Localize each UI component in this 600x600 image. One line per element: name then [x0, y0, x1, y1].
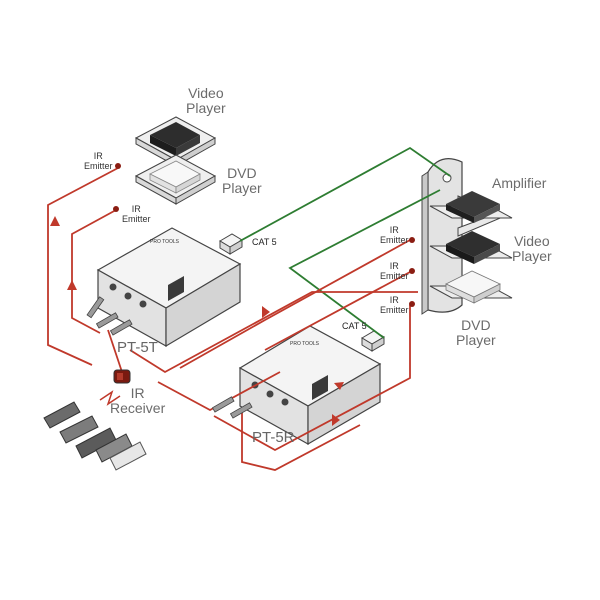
cat5-cables: [239, 146, 451, 339]
label-dvd-player-top: DVD Player: [222, 165, 262, 197]
label-video-player-top: Video Player: [186, 85, 226, 117]
svg-text:PRO TOOLS: PRO TOOLS: [290, 341, 320, 347]
label-line: Player: [456, 332, 496, 349]
label-line: Emitter: [84, 160, 113, 171]
label-line: DVD: [227, 165, 257, 181]
label-line: Emitter: [380, 304, 409, 315]
label-ir-emitter-1: IR Emitter: [84, 151, 113, 172]
cat5-jack-top: [219, 233, 243, 255]
cable-direction-arrows: [50, 216, 344, 426]
label-line: Video: [188, 85, 224, 101]
cat5-jack-bottom: [361, 330, 385, 352]
label-line: DVD: [461, 317, 491, 333]
label-line: Player: [222, 180, 262, 197]
label-ir-emitter-5: IR Emitter: [380, 295, 409, 316]
label-line: IR: [131, 204, 141, 214]
dvd-player-top: [134, 154, 217, 205]
label-ir-emitter-4: IR Emitter: [380, 261, 409, 282]
label-line: IR: [130, 385, 145, 401]
label-ir-receiver: IR Receiver: [110, 385, 166, 417]
label-ir-emitter-2: IR Emitter: [122, 204, 151, 225]
label-line: Receiver: [110, 400, 166, 417]
video-player-right: [446, 231, 500, 264]
label-line: IR: [389, 295, 399, 305]
label-video-player-right: Video Player: [512, 233, 552, 265]
ir-receiver-icon: [113, 369, 131, 384]
label-line: Emitter: [122, 213, 151, 224]
ir-emitter-icons: [113, 163, 415, 307]
svg-text:PRO TOOLS: PRO TOOLS: [150, 239, 180, 245]
dvd-player-right: [445, 270, 501, 304]
label-line: IR: [93, 151, 103, 161]
pt5t-device: PRO TOOLS: [96, 227, 242, 348]
label-amplifier: Amplifier: [492, 175, 547, 191]
label-line: Video: [514, 233, 550, 249]
remote-controls: [43, 401, 147, 471]
label-ir-emitter-3: IR Emitter: [380, 225, 409, 246]
ir-cables: [47, 167, 418, 471]
label-line: Player: [512, 248, 552, 265]
label-cat5-top: CAT 5: [252, 237, 277, 247]
amplifier-device: [446, 191, 500, 223]
label-pt5r: PT-5R: [252, 429, 295, 446]
label-line: Emitter: [380, 270, 409, 281]
video-player-top: [134, 116, 217, 167]
ir-plugs: [86, 296, 253, 419]
ir-signal-icon: [99, 390, 121, 406]
label-line: Emitter: [380, 234, 409, 245]
label-line: IR: [389, 225, 399, 235]
pt5r-device: PRO TOOLS: [238, 325, 382, 446]
label-line: IR: [389, 261, 399, 271]
label-cat5-bottom: CAT 5: [342, 321, 367, 331]
label-pt5t: PT-5T: [117, 339, 158, 356]
label-line: Player: [186, 100, 226, 117]
label-dvd-player-right: DVD Player: [456, 317, 496, 349]
